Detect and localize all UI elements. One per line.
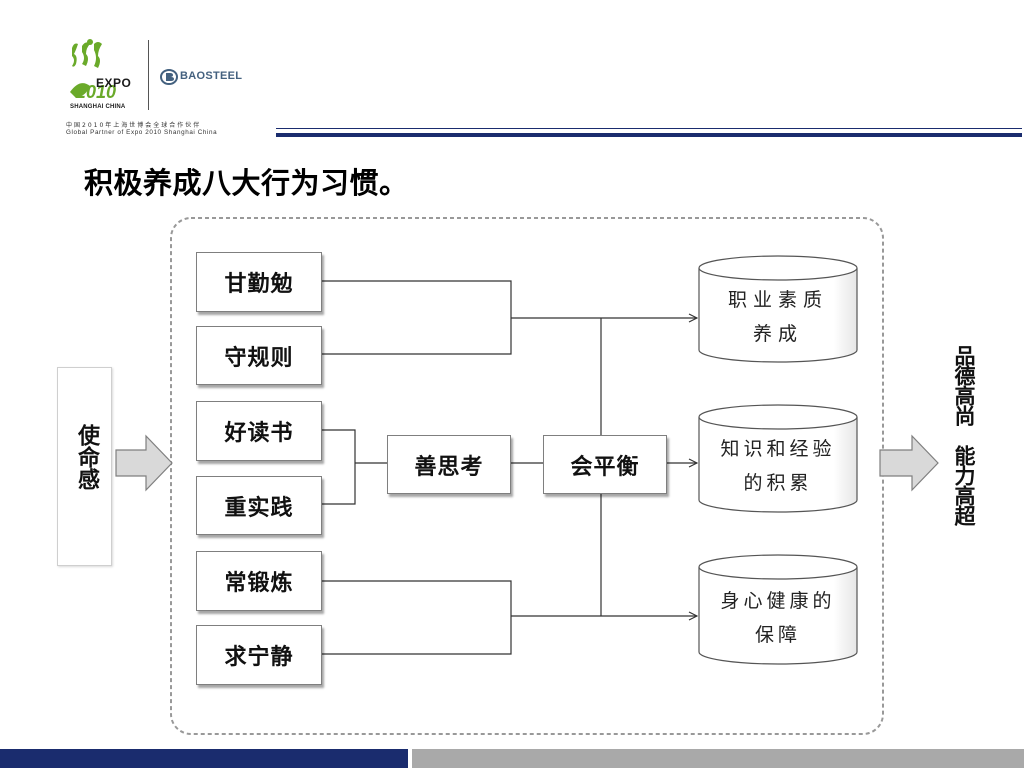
mission-label: 使命感: [74, 424, 99, 490]
result-text-3: 身心健康的 保障: [702, 584, 854, 652]
connector-bottom-pair: [321, 580, 512, 655]
result-cylinder-2: [698, 404, 858, 513]
outcome-label: 品德高尚 能力高超: [952, 345, 976, 525]
header-logos: 2010 EXPO SHANGHAI CHINA BAOSTEEL 中国2010…: [66, 38, 256, 138]
habit-box-4: 重实践: [196, 476, 322, 535]
baosteel-logo-icon: [160, 69, 178, 85]
partner-chinese-label: 中国2010年上海世博会全球合作伙伴: [66, 122, 202, 129]
slide-title: 积极养成八大行为习惯。: [84, 166, 409, 200]
think-box: 善思考: [387, 435, 511, 494]
right-block-arrow: [879, 434, 939, 492]
svg-text:2010: 2010: [75, 82, 116, 102]
result-text-2-line1: 知识和经验: [720, 438, 836, 460]
header-rule-thick: [276, 133, 1022, 137]
result-text-3-line2: 保障: [754, 624, 801, 646]
shanghai-china-label: SHANGHAI CHINA: [70, 104, 126, 110]
baosteel-label: BAOSTEEL: [180, 70, 243, 82]
logo-divider: [148, 40, 149, 110]
header-rule-thin: [276, 128, 1022, 129]
habit-box-2: 守规则: [196, 326, 322, 385]
result-text-1-line2: 养成: [752, 323, 803, 345]
mission-box: [57, 367, 112, 566]
result-text-1: 职业素质 养成: [702, 283, 854, 351]
result-text-2-line2: 的积累: [743, 472, 813, 494]
partner-english-label: Global Partner of Expo 2010 Shanghai Chi…: [66, 129, 218, 136]
expo-2010-logo-icon: 2010: [70, 39, 116, 102]
result-text-1-line1: 职业素质: [727, 289, 828, 311]
connector-middle-pair: [321, 429, 356, 505]
habit-box-3: 好读书: [196, 401, 322, 461]
habit-box-5: 常锻炼: [196, 551, 322, 611]
connector-top-pair: [321, 280, 512, 355]
footer-bar-blue: [0, 749, 408, 768]
result-text-2: 知识和经验 的积累: [702, 432, 854, 500]
result-cylinder-1: [698, 255, 858, 363]
footer-bar-gray: [412, 749, 1024, 768]
result-text-3-line1: 身心健康的: [720, 590, 836, 612]
expo-label: EXPO: [96, 76, 132, 90]
habit-box-1: 甘勤勉: [196, 252, 322, 312]
result-cylinder-3: [698, 554, 858, 665]
left-block-arrow: [115, 434, 173, 492]
balance-box: 会平衡: [543, 435, 667, 494]
habit-box-6: 求宁静: [196, 625, 322, 685]
